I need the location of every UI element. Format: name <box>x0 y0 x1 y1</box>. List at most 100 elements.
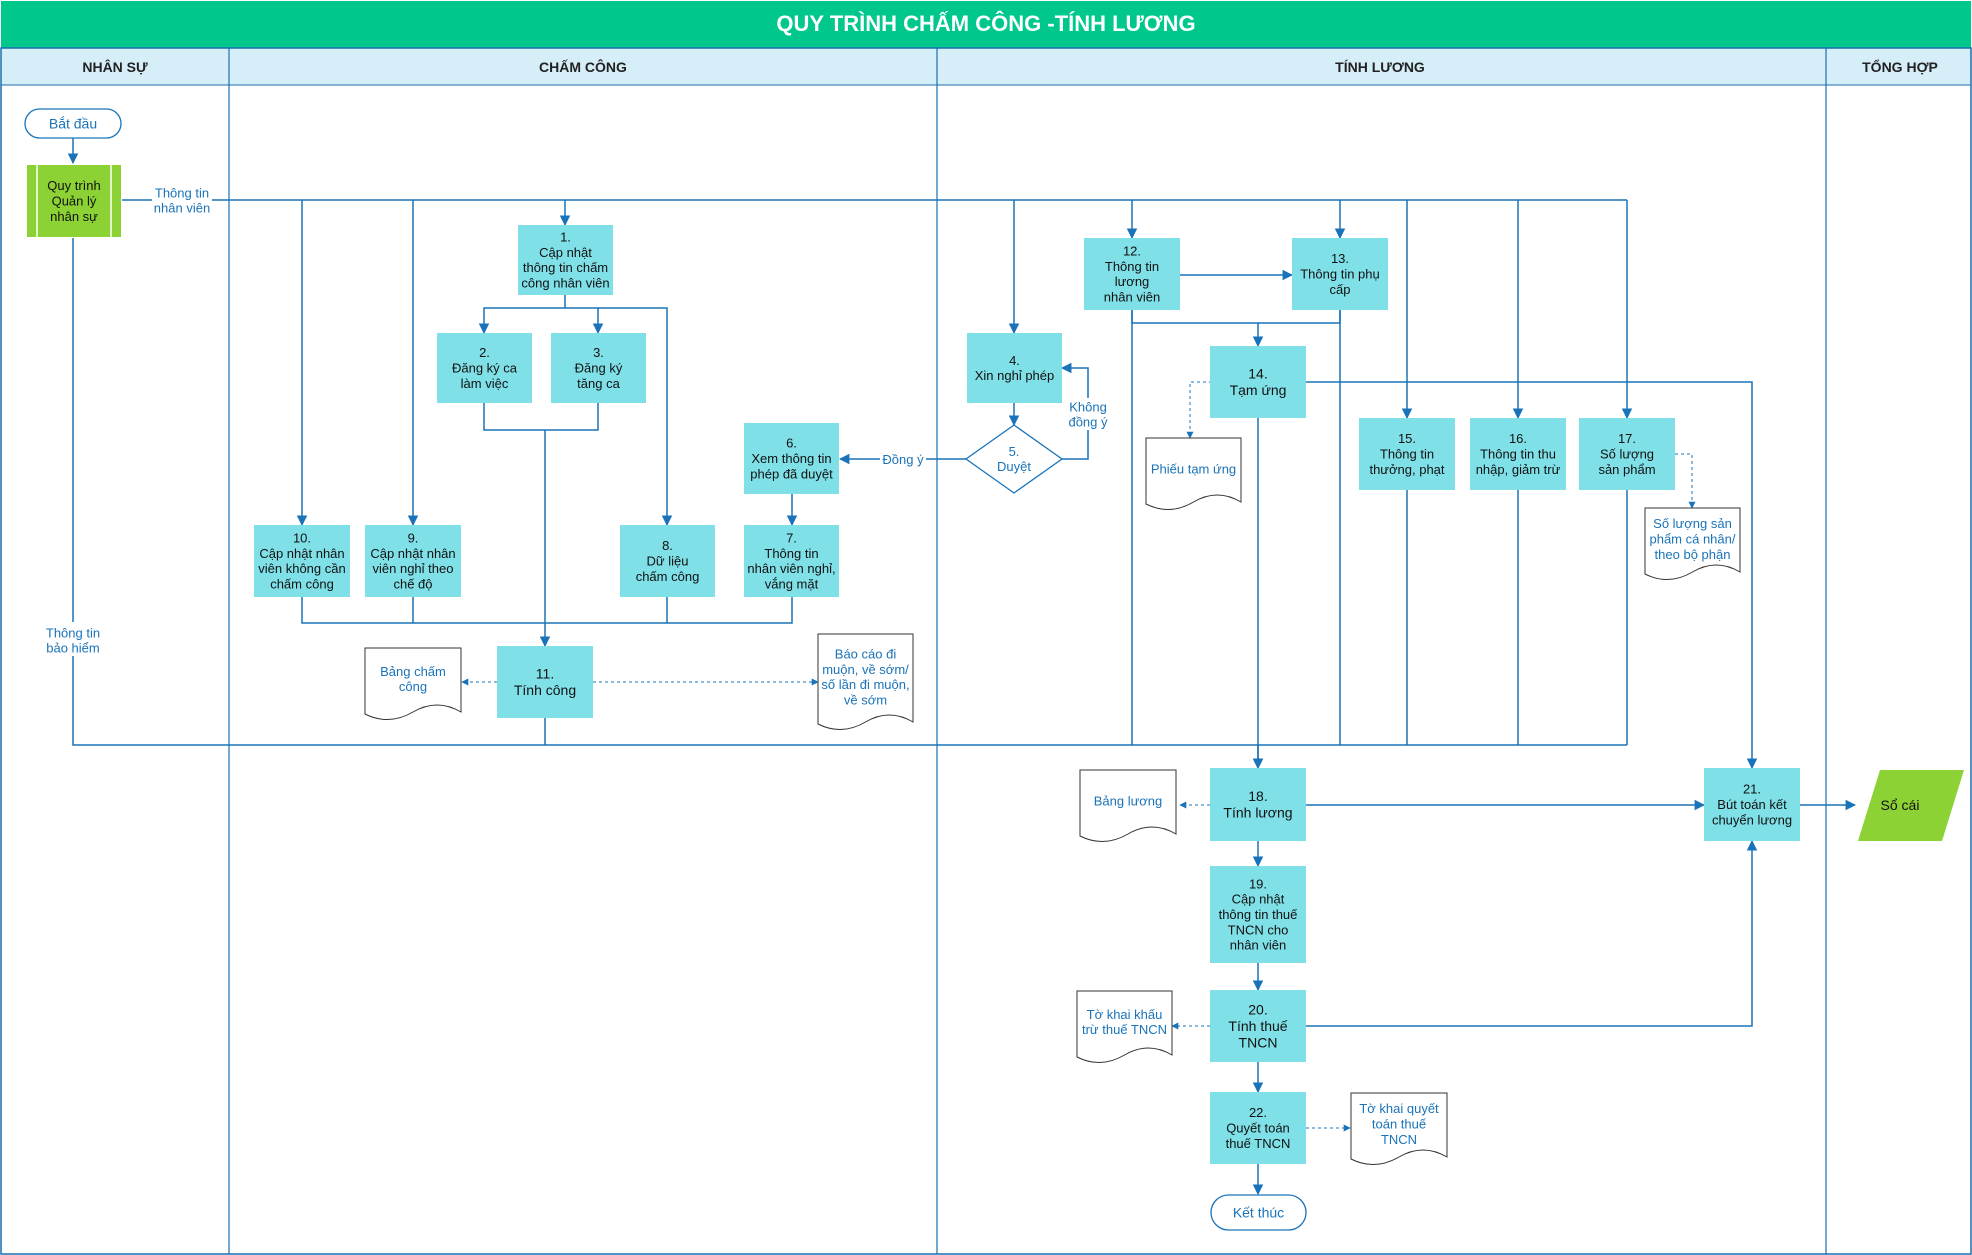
step-8-line-1: Dữ liệu <box>647 554 689 569</box>
step-10-line-0: 10. <box>293 531 311 546</box>
step-11-line-1: Tính công <box>514 682 576 698</box>
step-18-box <box>1210 768 1306 841</box>
doc-bao-cao-di-muon-shape <box>817 633 914 730</box>
ledger-so-cai[interactable]: Sổ cái <box>1858 770 1964 841</box>
doc-phieu-tam-ung-line-0: Phiếu tạm ứng <box>1151 462 1236 477</box>
edge-label-dong-y: Đồng ý <box>882 452 924 467</box>
step-4[interactable]: 4.Xin nghỉ phép <box>967 333 1062 403</box>
subprocess-line-2: nhân sự <box>50 209 98 224</box>
step-5-line-0: 5. <box>1009 444 1020 459</box>
edge-s14-to-s21 <box>1306 381 1758 770</box>
step-10-box <box>254 525 350 597</box>
end-terminal-shape <box>1210 1194 1307 1231</box>
ledger-label: Sổ cái <box>1881 797 1920 813</box>
start-terminal[interactable]: Bắt đầu <box>24 108 122 139</box>
subprocess-box <box>27 165 121 237</box>
step-18[interactable]: 18.Tính lương <box>1210 768 1306 841</box>
step-14-line-0: 14. <box>1248 366 1267 382</box>
step-9-line-1: Cập nhật nhân <box>370 546 455 561</box>
step-20-box <box>1210 990 1306 1062</box>
start-terminal-label: Bắt đầu <box>49 116 97 132</box>
end-terminal[interactable]: Kết thúc <box>1210 1194 1307 1231</box>
doc-to-khai-quyet-toan-shape <box>1350 1092 1448 1165</box>
label-bg-dong-y <box>880 450 926 468</box>
step-5-diamond <box>964 424 1064 494</box>
label-bg-thong-tin-bao-hiem <box>43 622 103 656</box>
step-17-line-2: sản phẩm <box>1598 462 1655 477</box>
step-7-line-0: 7. <box>786 531 797 546</box>
step-15-line-1: Thông tin <box>1380 447 1434 462</box>
doc-bao-cao-di-muon-line-2: số lần đi muộn, <box>821 677 909 692</box>
doc-bang-luong[interactable]: Bảng lương <box>1079 769 1177 842</box>
subprocess-line-0: Quy trình <box>47 178 100 193</box>
step-12-box <box>1084 238 1180 310</box>
label-bg-khong-dong-y <box>1066 398 1112 430</box>
step-12-line-1: Thông tin <box>1105 259 1159 274</box>
step-15-line-2: thưởng, phạt <box>1369 462 1444 477</box>
title-bar <box>1 1 1971 48</box>
step-13-line-1: Thông tin phụ <box>1300 267 1380 282</box>
step-8-line-0: 8. <box>662 538 673 553</box>
step-16-line-1: Thông tin thu <box>1480 447 1556 462</box>
doc-to-khai-quyet-toan-line-0: Tờ khai quyết <box>1359 1101 1439 1116</box>
doc-phieu-tam-ung[interactable]: Phiếu tạm ứng <box>1145 437 1242 510</box>
swimlane-frame <box>0 47 1972 1255</box>
step-20-line-1: Tính thuế <box>1228 1018 1287 1034</box>
step-11[interactable]: 11.Tính công <box>497 646 593 718</box>
step-21-line-1: Bút toán kết <box>1717 797 1787 812</box>
step-1-box <box>518 225 613 295</box>
edge-subprocess-down <box>72 238 1627 746</box>
step-7-line-2: nhân viên nghỉ, <box>747 561 835 576</box>
step-13-line-0: 13. <box>1331 251 1349 266</box>
doc-bang-luong-shape <box>1079 769 1177 842</box>
doc-to-khai-khau-tru-line-0: Tờ khai khấu <box>1087 1007 1163 1022</box>
step-20-line-2: TNCN <box>1239 1034 1278 1050</box>
edge-s14-to-phieu <box>1186 381 1212 439</box>
step-2-box <box>437 333 532 403</box>
step-14-line-1: Tạm ứng <box>1230 382 1287 398</box>
doc-so-luong-san-pham-shape <box>1644 507 1741 580</box>
ledger-shape <box>1858 770 1964 841</box>
step-2-line-2: làm việc <box>461 376 509 391</box>
edge-bottom-merge <box>301 597 793 624</box>
step-11-line-0: 11. <box>536 666 554 682</box>
step-19-box <box>1210 866 1306 963</box>
step-7-line-3: vắng mặt <box>765 577 819 592</box>
step-18-line-1: Tính lương <box>1223 805 1292 821</box>
step-3-box <box>551 333 646 403</box>
edge-s1-split <box>478 295 566 335</box>
doc-bang-cham-cong-line-1: công <box>399 679 427 694</box>
doc-so-luong-san-pham-line-1: phẩm cá nhân/ <box>1649 532 1735 547</box>
step-1-line-3: công nhân viên <box>521 276 609 291</box>
step-16-box <box>1470 418 1566 490</box>
lane-header-bar <box>0 47 1972 86</box>
end-terminal-label: Kết thúc <box>1233 1205 1284 1221</box>
step-14[interactable]: 14.Tạm ứng <box>1210 346 1306 418</box>
step-13-line-2: cấp <box>1330 282 1351 297</box>
lane-header-nhan-su: NHÂN SỰ <box>82 58 148 75</box>
step-5-decision[interactable]: 5.Duyệt <box>964 424 1064 494</box>
